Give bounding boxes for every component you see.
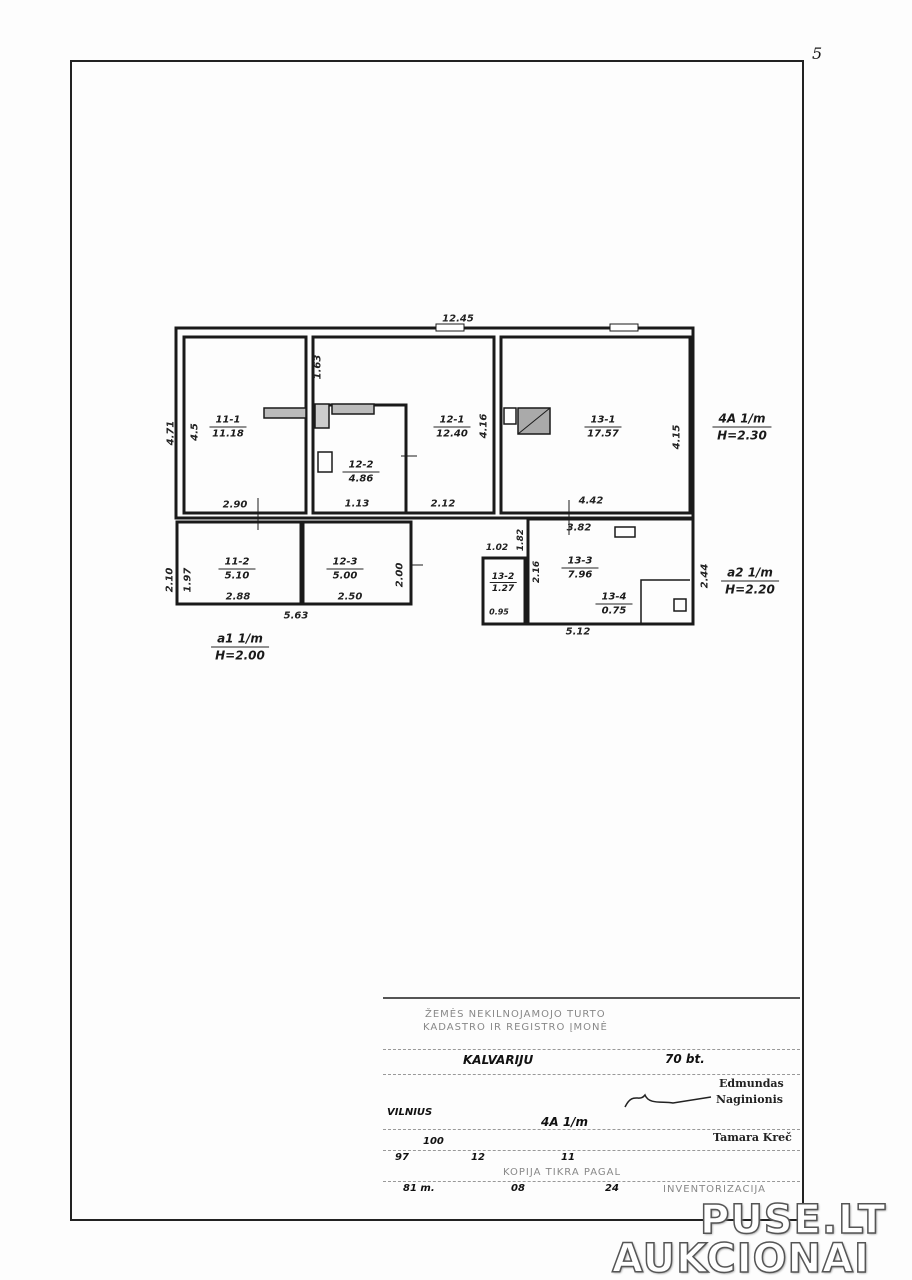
street-name: KALVARIJU — [463, 1053, 534, 1067]
signature — [624, 1093, 712, 1108]
watermark-line1: PUSE.LT — [699, 1197, 887, 1243]
room-id: 11-2 — [218, 557, 256, 570]
room-area: 11.18 — [212, 428, 244, 440]
dimension-label: 2.16 — [532, 560, 542, 584]
room-area: 4.86 — [348, 473, 374, 485]
room-id: 12-1 — [433, 415, 471, 428]
date2-month: 08 — [511, 1183, 525, 1194]
block-code: 4A 1/m — [541, 1115, 589, 1129]
dimension-label: 12.45 — [442, 313, 474, 325]
copy-note: KOPIJA TIKRA PAGAL — [503, 1167, 622, 1178]
room-area: 5.00 — [332, 570, 358, 582]
block-name: 4A 1/m — [712, 412, 772, 428]
person1-last-name: Naginionis — [716, 1093, 783, 1106]
room-id: 13-4 — [595, 592, 633, 605]
person2-name: Tamara Kreč — [713, 1131, 792, 1144]
org-name-line2: KADASTRO IR REGISTRO ĮMONĖ — [423, 1022, 608, 1033]
room-id: 13-2 — [489, 572, 517, 583]
dimension-label: 1.97 — [182, 567, 194, 593]
city-name: VILNIUS — [387, 1107, 433, 1118]
room-area: 1.27 — [491, 584, 515, 594]
block-height: H=2.30 — [717, 428, 767, 443]
page-border — [70, 60, 804, 1221]
house-number: 70 bt. — [665, 1052, 705, 1066]
dimension-label: 1.13 — [344, 498, 370, 510]
date1-year: 97 — [395, 1152, 409, 1163]
dimension-label: 5.12 — [565, 626, 591, 638]
title-block: ŽEMĖS NEKILNOJAMOJO TURTO KADASTRO IR RE… — [383, 997, 800, 1217]
room-id: 13-1 — [584, 415, 622, 428]
dimension-label: 1.82 — [516, 528, 526, 552]
room-area: 12.40 — [436, 428, 468, 440]
date2-year: 81 m. — [403, 1183, 435, 1194]
date2-day: 24 — [605, 1183, 619, 1194]
dimension-label: 2.00 — [394, 562, 406, 588]
org-name-line1: ŽEMĖS NEKILNOJAMOJO TURTO — [425, 1009, 606, 1020]
dimension-label: 4.16 — [478, 413, 490, 439]
dimension-label: 4.15 — [671, 424, 683, 450]
room-id: 12-3 — [326, 557, 364, 570]
dimension-label: 2.88 — [225, 591, 251, 603]
dimension-label: 2.10 — [164, 567, 176, 593]
scale-value: 100 — [423, 1136, 444, 1147]
room-id: 13-3 — [561, 556, 599, 569]
room-id: 11-1 — [209, 415, 247, 428]
dimension-label: 3.82 — [566, 522, 592, 534]
dimension-label: 4.42 — [578, 495, 604, 507]
watermark-line2: AUKCIONAI — [611, 1236, 870, 1280]
room-id: 12-2 — [342, 460, 380, 473]
dimension-label: 2.50 — [337, 591, 363, 603]
page-number: 5 — [812, 44, 823, 63]
dimension-label: 0.95 — [489, 607, 509, 617]
dimension-label: 2.90 — [222, 499, 248, 511]
room-area: 0.75 — [601, 605, 627, 617]
dimension-label: 2.44 — [699, 563, 711, 589]
date1-month: 12 — [471, 1152, 485, 1163]
room-area: 17.57 — [587, 428, 619, 440]
dimension-label: 4.5 — [189, 423, 201, 441]
block-name: a1 1/m — [211, 632, 269, 648]
block-name: a2 1/m — [721, 566, 779, 582]
dimension-label: 5.63 — [283, 610, 309, 622]
person1-first-name: Edmundas — [719, 1077, 784, 1090]
dimension-label: 1.02 — [485, 543, 509, 553]
room-area: 5.10 — [224, 570, 250, 582]
dimension-label: 2.12 — [430, 498, 456, 510]
inventory-note: INVENTORIZACIJA — [663, 1184, 767, 1195]
block-height: H=2.00 — [215, 648, 265, 663]
date1-day: 11 — [561, 1152, 575, 1163]
room-area: 7.96 — [567, 569, 593, 581]
dimension-label: 4.71 — [165, 420, 177, 446]
dimension-label: 1.63 — [312, 354, 324, 380]
block-height: H=2.20 — [725, 582, 775, 597]
